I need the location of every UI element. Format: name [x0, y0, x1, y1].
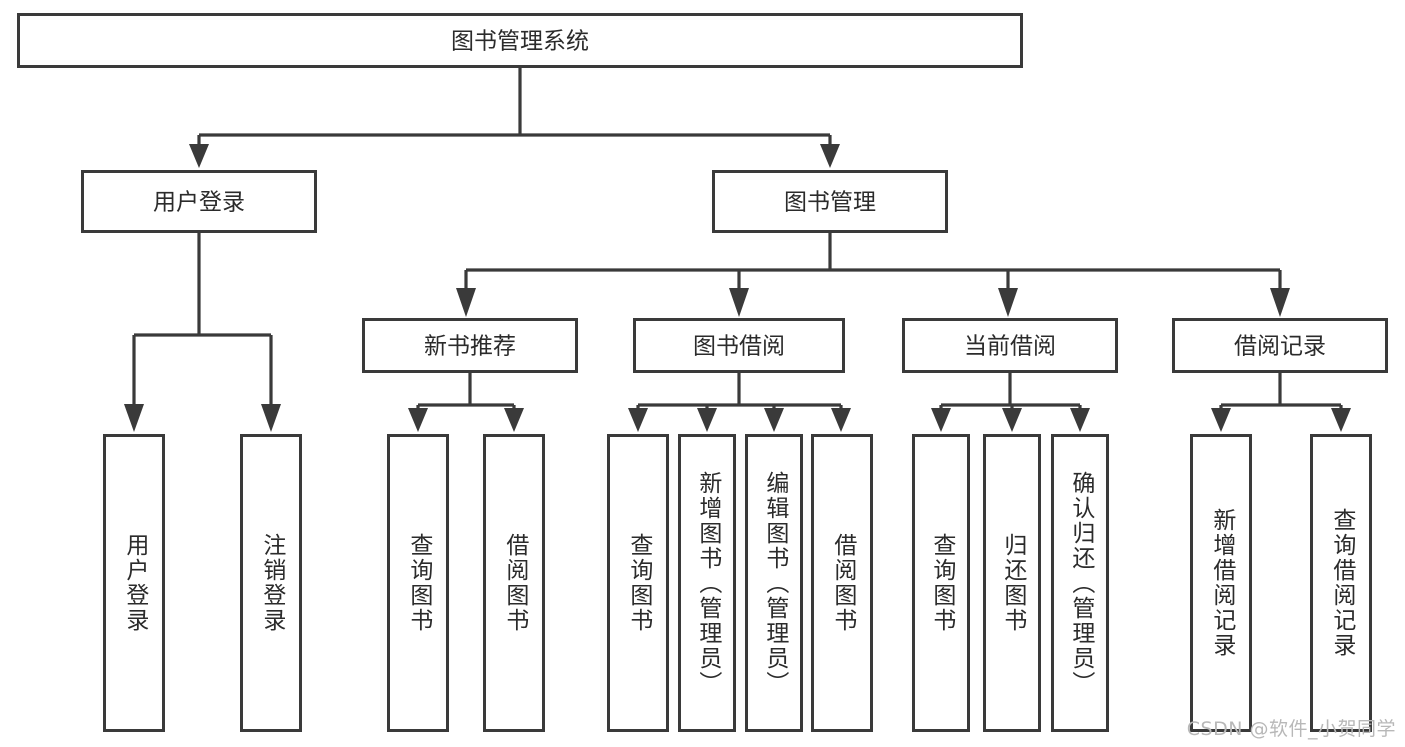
arrow-to-new-book-rec	[456, 288, 476, 317]
leaf-box-query-record[interactable]	[1310, 434, 1372, 732]
node-current-borrow-box	[902, 318, 1118, 373]
arrow-to-book-borrow	[729, 288, 749, 317]
node-user-login[interactable]: 用户登录	[81, 170, 317, 233]
leaf-box-query-book-1[interactable]	[387, 434, 449, 732]
arrow-bb-child-4	[831, 408, 851, 432]
arrow-br-child-2	[1331, 408, 1351, 432]
node-root-label: 图书管理系统	[451, 29, 589, 55]
leaf-box-return-book[interactable]	[983, 434, 1041, 732]
leaf-box-add-book[interactable]	[678, 434, 736, 732]
leaf-box-query-book-2[interactable]	[607, 434, 669, 732]
node-new-book-rec-box	[362, 318, 578, 373]
node-book-manage-box	[712, 170, 948, 233]
node-user-login-label: 用户登录	[153, 190, 245, 216]
node-book-borrow-label: 图书借阅	[693, 334, 785, 360]
leaf-box-query-book-3[interactable]	[912, 434, 970, 732]
node-new-book-rec-label: 新书推荐	[424, 334, 516, 360]
node-book-borrow-box	[633, 318, 845, 373]
arrow-to-borrow-record	[1270, 288, 1290, 317]
arrow-bb-child-3	[764, 408, 784, 432]
node-root-box	[17, 13, 1023, 68]
leaf-box-user-login[interactable]	[103, 434, 165, 732]
node-root[interactable]: 图书管理系统	[17, 13, 1023, 68]
arrow-cb-child-3	[1070, 408, 1090, 432]
arrow-to-user-login	[189, 144, 209, 168]
arrow-to-leaf-logout	[261, 404, 281, 432]
arrow-nbr-child-2	[504, 408, 524, 432]
arrow-bb-child-1	[628, 408, 648, 432]
node-current-borrow[interactable]: 当前借阅	[902, 318, 1118, 373]
leaf-box-add-record[interactable]	[1190, 434, 1252, 732]
leaf-box-edit-book[interactable]	[745, 434, 803, 732]
leaf-box-confirm-return[interactable]	[1051, 434, 1109, 732]
arrow-cb-child-2	[1002, 408, 1022, 432]
node-book-manage-label: 图书管理	[784, 190, 876, 216]
node-new-book-rec[interactable]: 新书推荐	[362, 318, 578, 373]
node-borrow-record-box	[1172, 318, 1388, 373]
leaf-box-borrow-book-2[interactable]	[811, 434, 873, 732]
node-current-borrow-label: 当前借阅	[964, 334, 1056, 360]
leaf-box-borrow-book-1[interactable]	[483, 434, 545, 732]
arrow-bb-child-2	[697, 408, 717, 432]
node-user-login-box	[81, 170, 317, 233]
arrow-cb-child-1	[931, 408, 951, 432]
node-book-manage[interactable]: 图书管理	[712, 170, 948, 233]
arrow-to-current-borrow	[998, 288, 1018, 317]
arrow-to-leaf-user-login	[124, 404, 144, 432]
node-book-borrow[interactable]: 图书借阅	[633, 318, 845, 373]
node-borrow-record[interactable]: 借阅记录	[1172, 318, 1388, 373]
csdn-watermark: CSDN @软件_小贺同学	[1186, 718, 1396, 740]
arrow-to-book-manage	[820, 144, 840, 168]
leaf-box-logout[interactable]	[240, 434, 302, 732]
arrow-br-child-1	[1211, 408, 1231, 432]
arrow-nbr-child-1	[408, 408, 428, 432]
node-borrow-record-label: 借阅记录	[1234, 334, 1326, 360]
